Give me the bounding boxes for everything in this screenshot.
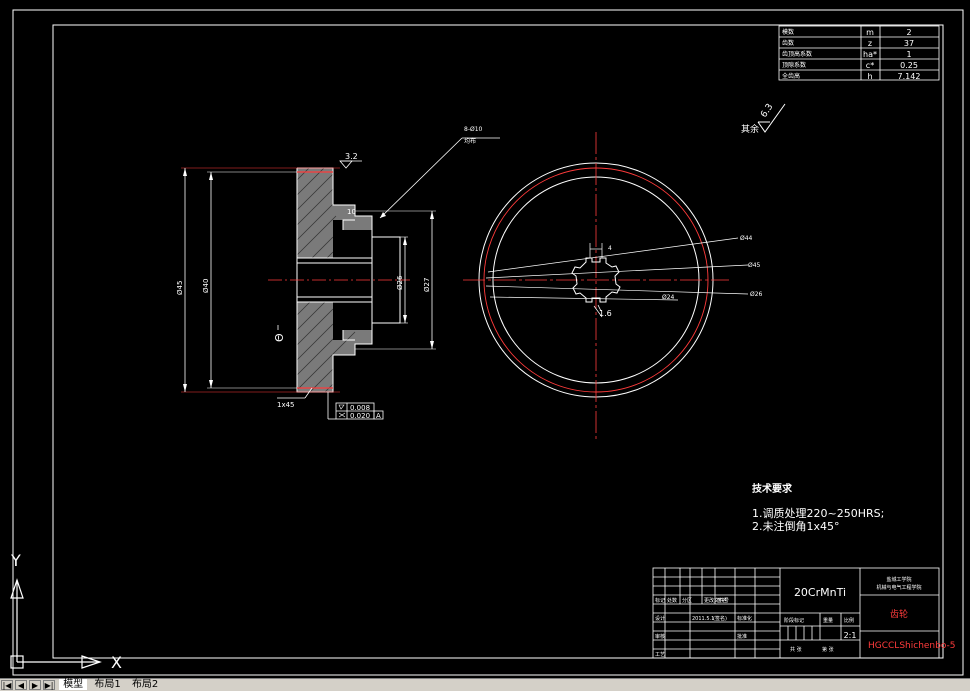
label-count: 处数	[667, 597, 677, 604]
param-val-2: 1	[906, 50, 911, 59]
inner-frame	[52, 24, 944, 659]
tolerance-value-2: 0.020	[350, 412, 370, 420]
drawing-number: HGCCLShichenbo-5	[868, 641, 956, 651]
datum-symbol: Θ	[273, 333, 286, 342]
technical-requirements: 技术要求 1.调质处理220~250HRS; 2.未注倒角1x45°	[752, 482, 884, 533]
param-name-3: 顶隙系数	[782, 61, 806, 69]
dim-od-text: Ø45	[176, 281, 184, 295]
label-zone: 分区	[682, 597, 692, 604]
dim-bore-text: Ø26	[396, 275, 404, 290]
label-mark: 标记	[655, 597, 665, 604]
front-dim-4: Ø24	[662, 294, 675, 301]
front-key-width: 4	[608, 245, 612, 252]
param-sym-1: z	[868, 39, 872, 48]
roughness-label: 其余	[741, 123, 759, 135]
param-val-3: 0.25	[900, 61, 918, 70]
tab-nav-last-button[interactable]: ▶|	[43, 680, 55, 690]
tolerance-value-1: 0.008	[350, 404, 370, 412]
label-design: 设计	[655, 615, 665, 622]
front-dim-1: Ø44	[740, 235, 753, 242]
tab-nav-prev-button[interactable]: ◀	[15, 680, 27, 690]
roughness-value: 6.3	[759, 102, 775, 119]
param-name-1: 齿数	[782, 39, 794, 47]
section-view: Ø45 Ø40 Ø26 Ø27 10 Θ 3.2 8-Ø10 均布 1x45	[176, 126, 500, 420]
tech-title: 技术要求	[752, 482, 793, 495]
label-sheets: 共 张	[790, 646, 802, 653]
ucs-y-label: Y	[10, 551, 21, 570]
scale-value: 2:1	[844, 631, 857, 640]
tab-nav-next-button[interactable]: ▶	[29, 680, 41, 690]
school-name-2: 机械与电气工程学院	[876, 584, 921, 591]
tech-line-2: 2.未注倒角1x45°	[752, 519, 840, 533]
param-sym-0: m	[866, 28, 874, 37]
ucs-x-label: X	[111, 653, 122, 672]
label-sheet: 第 张	[822, 646, 834, 653]
param-sym-2: ha*	[863, 50, 877, 59]
label-standard: 标准化	[737, 615, 752, 622]
front-roughness-value: 1.6	[599, 309, 612, 318]
title-block-text: 20CrMnTi 盐城工学院 机械与电气工程学院 齿轮 HGCCLShichen…	[655, 576, 956, 658]
label-approve: 批准	[737, 633, 747, 640]
tolerance-datum-ref: A	[376, 412, 381, 420]
label-sign: 签名	[717, 597, 727, 604]
material-text: 20CrMnTi	[794, 586, 846, 599]
date-value: 2011.5.1	[692, 616, 714, 622]
chamfer-text: 1x45	[277, 401, 295, 409]
tech-line-1: 1.调质处理220~250HRS;	[752, 507, 884, 520]
spline-note-2: 均布	[464, 137, 476, 145]
param-sym-3: c*	[866, 61, 874, 70]
param-name-0: 模数	[782, 28, 794, 36]
label-check: 审核	[655, 633, 665, 640]
layout-tab-bar: |◀◀▶▶| 模型 布局1 布局2	[0, 678, 970, 691]
roughness-top-value: 3.2	[345, 152, 358, 161]
dim-hub-text: Ø27	[423, 278, 431, 292]
title-block	[652, 567, 940, 659]
tab-layout-1[interactable]: 布局1	[94, 679, 121, 690]
label-change: 更改文件号	[704, 597, 729, 604]
tab-model[interactable]: 模型	[59, 679, 88, 690]
dim-slot-text: 10	[347, 208, 356, 216]
parameter-table	[778, 25, 940, 81]
param-name-2: 齿顶高系数	[782, 50, 812, 58]
label-stage: 阶段标记	[784, 617, 804, 624]
school-name-1: 盐城工学院	[886, 576, 911, 583]
front-dim-3: Ø26	[750, 291, 763, 298]
label-ratio: 比例	[844, 617, 854, 624]
front-dim-2: Ø45	[748, 262, 761, 269]
tab-layout-2[interactable]: 布局2	[131, 679, 159, 690]
tab-nav-first-button[interactable]: |◀	[1, 680, 13, 690]
dim-tip-text: Ø40	[202, 279, 210, 293]
param-val-0: 2	[906, 28, 911, 37]
param-name-4: 全齿高	[782, 72, 800, 80]
roughness-symbol-general: 其余 6.3	[741, 102, 786, 135]
label-weight: 重量	[823, 617, 833, 624]
outer-frame	[12, 9, 964, 676]
param-val-1: 37	[904, 39, 914, 48]
signed-value: (签名)	[713, 615, 727, 622]
label-process: 工艺	[655, 652, 665, 658]
part-name: 齿轮	[890, 608, 908, 620]
param-sym-4: h	[867, 72, 872, 81]
roughness-symbol-top	[339, 160, 353, 169]
param-val-4: 7.142	[898, 72, 921, 81]
front-view: 4 Ø44 Ø45 Ø26 Ø24 1.6	[463, 132, 763, 440]
ucs-icon: Y X	[10, 551, 122, 672]
spline-note-1: 8-Ø10	[464, 126, 483, 133]
